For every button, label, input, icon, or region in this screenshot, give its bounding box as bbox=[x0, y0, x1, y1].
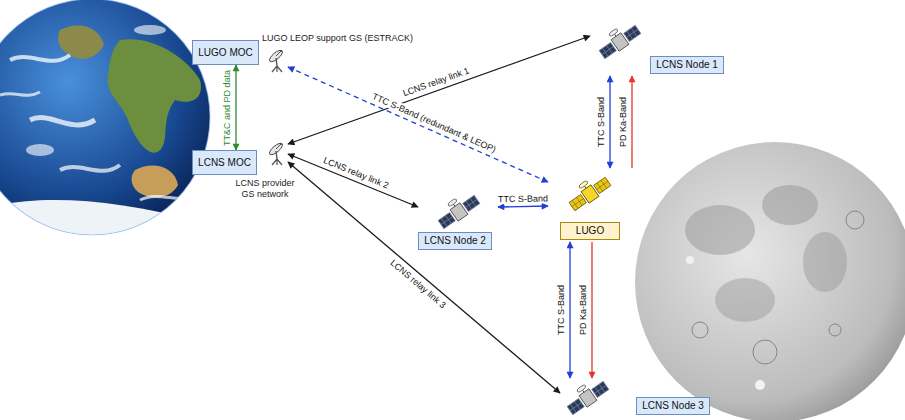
antenna-icon bbox=[268, 48, 284, 72]
continent bbox=[58, 26, 104, 59]
label-box: LCNS Node 3 bbox=[636, 397, 710, 415]
edge-label: LCNS relay link 3 bbox=[387, 257, 450, 312]
connector bbox=[569, 242, 570, 378]
lunar-mare bbox=[762, 185, 818, 225]
connectors bbox=[236, 36, 632, 393]
connector bbox=[235, 65, 236, 150]
control-center-box: LUGO MOC bbox=[192, 40, 259, 65]
edge-label: TTC S-Band bbox=[556, 283, 566, 337]
edge-label-holder: TTC S-Band bbox=[596, 95, 606, 149]
crater bbox=[686, 256, 694, 264]
edge-label-holder: LCNS relay link 1 bbox=[400, 65, 473, 99]
box-label: LUGO MOC bbox=[198, 47, 252, 59]
connector bbox=[288, 154, 418, 207]
edge-label: TTC S-Band (redundant & LEOP) bbox=[369, 90, 499, 155]
edge-label-holder: TT&C and PD data bbox=[222, 67, 232, 147]
lunar-mare bbox=[685, 205, 755, 255]
cloud bbox=[26, 144, 54, 156]
edge-label-holder: TTC S-Band (redundant & LEOP) bbox=[369, 90, 499, 155]
continent bbox=[108, 39, 201, 152]
crater bbox=[829, 324, 841, 336]
edge-label: PD Ka-Band bbox=[578, 283, 588, 337]
label-holder: LCNS provider GS network bbox=[232, 178, 298, 200]
antenna-icon bbox=[268, 141, 284, 165]
edge-label-holder: PD Ka-Band bbox=[618, 95, 628, 149]
edge-label-holder: PD Ka-Band bbox=[578, 283, 588, 337]
box-label: LCNS MOC bbox=[198, 157, 251, 169]
box-label: LUGO bbox=[576, 225, 604, 237]
crater bbox=[755, 380, 765, 390]
satellite-icon bbox=[594, 18, 642, 60]
moon bbox=[635, 142, 905, 420]
connector bbox=[631, 76, 632, 168]
satellite-icon bbox=[564, 170, 612, 212]
edge-label: TTC S-Band bbox=[596, 95, 606, 149]
satellite-icon bbox=[433, 188, 481, 230]
control-center-box: LCNS MOC bbox=[192, 150, 257, 175]
station-label: LUGO LEOP support GS (ESTRACK) bbox=[262, 33, 413, 44]
lunar-mare bbox=[803, 232, 847, 292]
spacecraft-node: LUGO bbox=[548, 168, 640, 242]
edge-label: PD Ka-Band bbox=[618, 95, 628, 149]
lunar-mare bbox=[715, 278, 775, 322]
edge-label-holder: TTC S-Band bbox=[496, 193, 550, 204]
ground-station: LCNS provider GS network bbox=[266, 140, 288, 166]
edge-label: TTC S-Band bbox=[496, 193, 550, 204]
label-holder: LUGO LEOP support GS (ESTRACK) bbox=[262, 33, 413, 44]
connector bbox=[288, 162, 560, 393]
satellite-node: LCNS Node 3 bbox=[560, 378, 711, 416]
edge-label-holder: LCNS relay link 2 bbox=[320, 154, 392, 191]
cloud bbox=[10, 55, 70, 61]
earth-surface bbox=[0, 25, 201, 240]
cloud bbox=[0, 92, 40, 95]
cloud bbox=[60, 165, 120, 171]
connector bbox=[591, 242, 592, 378]
connector bbox=[498, 206, 548, 207]
station-label: LCNS provider GS network bbox=[232, 178, 298, 200]
earth bbox=[0, 0, 210, 235]
moon-surface bbox=[685, 185, 864, 390]
label-box: LUGO bbox=[560, 222, 620, 240]
atmosphere bbox=[0, 0, 210, 235]
satellite-icon bbox=[562, 374, 610, 416]
label-box: LCNS Node 1 bbox=[650, 56, 724, 74]
cloud bbox=[134, 25, 166, 35]
edge-label: LCNS relay link 2 bbox=[320, 154, 392, 191]
box-label: LCNS Node 3 bbox=[642, 400, 704, 412]
label-box: LCNS Node 2 bbox=[418, 232, 492, 250]
crater bbox=[846, 211, 864, 229]
crater bbox=[692, 322, 708, 338]
connector bbox=[609, 76, 610, 168]
satellite-node: LCNS Node 2 bbox=[418, 192, 498, 252]
continent bbox=[132, 166, 178, 198]
box-label: LCNS Node 1 bbox=[656, 59, 718, 71]
edge-label-holder: TTC S-Band bbox=[556, 283, 566, 337]
cloud bbox=[30, 118, 95, 125]
crater bbox=[753, 340, 777, 364]
satellite-node: LCNS Node 1 bbox=[590, 10, 725, 76]
cloud bbox=[140, 195, 195, 200]
edge-label: LCNS relay link 1 bbox=[400, 65, 473, 99]
edge-label: TT&C and PD data bbox=[222, 67, 232, 147]
ground-station: LUGO LEOP support GS (ESTRACK) bbox=[266, 47, 288, 73]
box-label: LCNS Node 2 bbox=[424, 235, 486, 247]
edge-label-holder: LCNS relay link 3 bbox=[387, 257, 450, 312]
